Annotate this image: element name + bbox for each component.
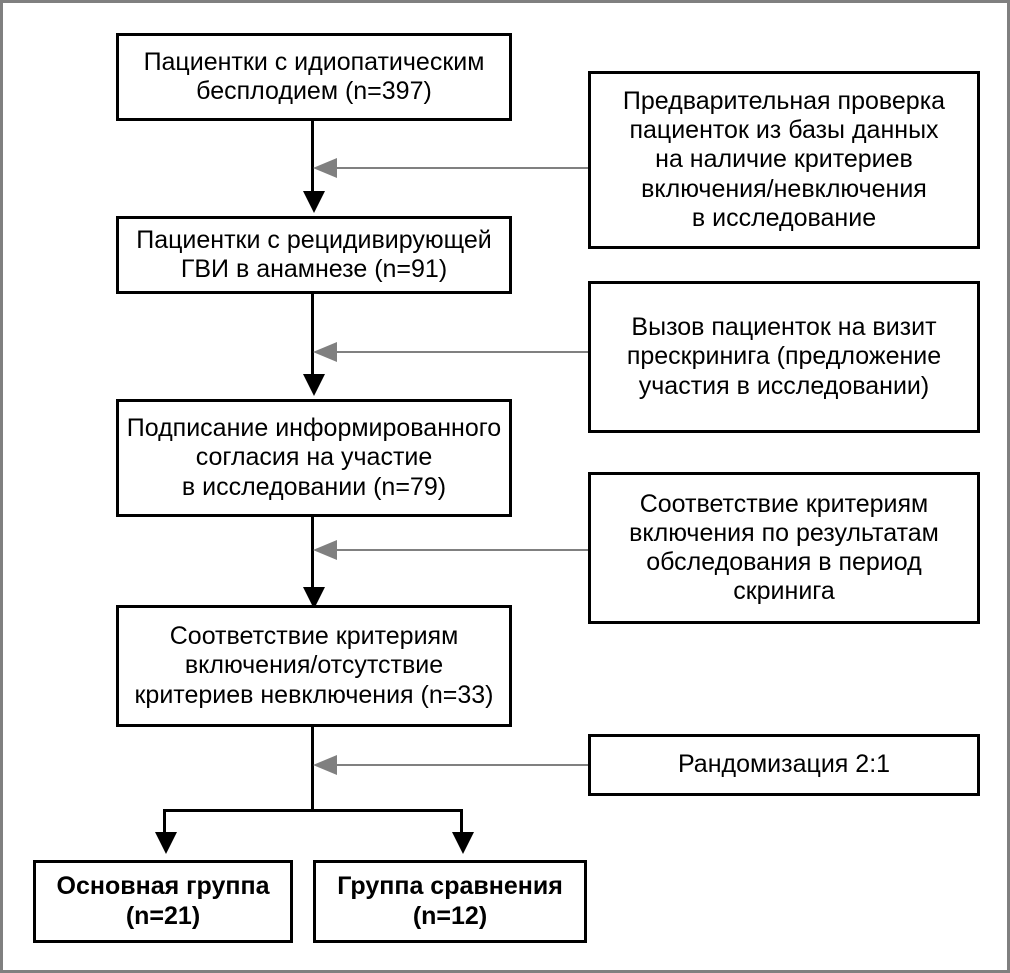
note-connector-4 [319, 764, 589, 766]
box-idiopathic-infertility: Пациентки с идиопатическим бесплодием (n… [116, 33, 512, 121]
note-prescreening-visit: Вызов пациенток на визит прескринига (пр… [588, 281, 980, 433]
arrowhead-to-group-comparison [452, 832, 474, 854]
arrowhead-box3-to-box4 [303, 587, 325, 609]
note-screening-results: Соответствие критериям включения по резу… [588, 472, 980, 624]
note-connector-2 [319, 351, 589, 353]
note-connector-1 [319, 167, 589, 169]
arrowhead-to-group-main [155, 832, 177, 854]
split-branch-left [163, 809, 166, 836]
note-database-prescreen: Предварительная проверка пациенток из ба… [588, 71, 980, 249]
connector-box4-to-split [311, 726, 314, 811]
split-bar [163, 809, 463, 812]
connector-box3-to-box4 [311, 516, 314, 592]
note-connector-3 [319, 549, 589, 551]
note-arrowhead-3 [313, 540, 337, 560]
note-randomization: Рандомизация 2:1 [588, 734, 980, 796]
box-inclusion-criteria: Соответствие критериям включения/отсутст… [116, 605, 512, 727]
split-branch-right [460, 809, 463, 836]
note-arrowhead-1 [313, 158, 337, 178]
arrowhead-box2-to-box3 [303, 374, 325, 396]
group-comparison: Группа сравнения (n=12) [313, 860, 587, 943]
box-informed-consent: Подписание информированного согласия на … [116, 399, 512, 517]
note-arrowhead-4 [313, 755, 337, 775]
box-recurrent-gvi: Пациентки с рецидивирующей ГВИ в анамнез… [116, 216, 512, 294]
group-main: Основная группа (n=21) [33, 860, 293, 943]
arrowhead-box1-to-box2 [303, 191, 325, 213]
connector-box2-to-box3 [311, 293, 314, 379]
connector-box1-to-box2 [311, 120, 314, 196]
note-arrowhead-2 [313, 342, 337, 362]
